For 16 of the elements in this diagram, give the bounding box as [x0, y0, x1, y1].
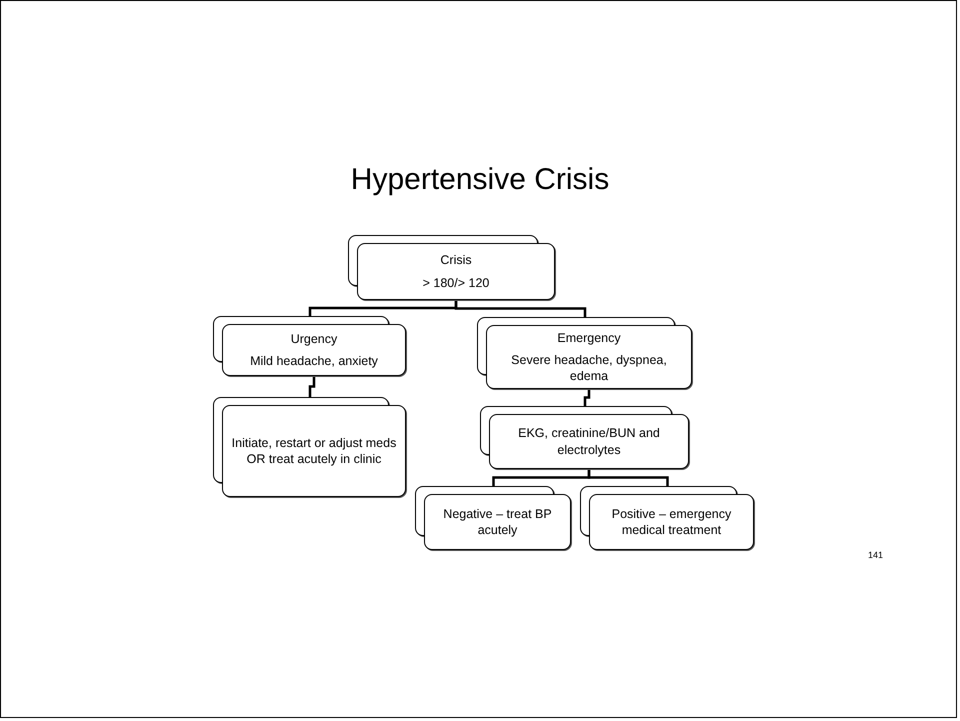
- connector-line: [454, 300, 586, 317]
- box-text: Urgency: [290, 330, 338, 347]
- box-text: Crisis: [440, 252, 472, 268]
- page-number: 141: [868, 550, 884, 560]
- box-text: Initiate, restart or adjust meds OR treat acutely in clinic: [230, 434, 398, 468]
- box-text: Positive – emergency medical treatment: [610, 506, 732, 538]
- box-text: Mild headache, anxiety: [250, 353, 378, 370]
- connector-line: [588, 469, 669, 486]
- box-text: Emergency: [557, 330, 621, 346]
- connector-line: [308, 376, 316, 397]
- title: Hypertensive Crisis: [350, 163, 610, 197]
- box-text: > 180/> 120: [422, 274, 490, 291]
- box-text: EKG, creatinine/BUN and electrolytes: [517, 425, 661, 458]
- box-text: Severe headache, dyspnea, edema: [510, 352, 668, 384]
- box-text: Negative – treat BP acutely: [442, 506, 553, 538]
- connector-line: [584, 389, 590, 406]
